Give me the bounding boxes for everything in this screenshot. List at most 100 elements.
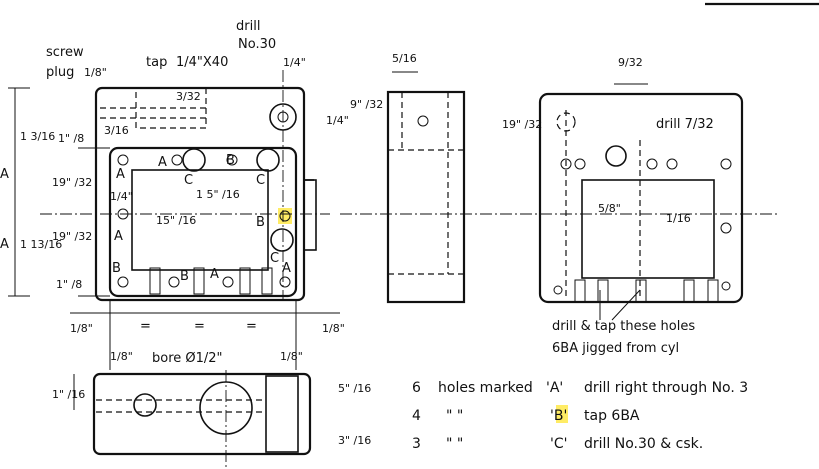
hole-c-top-right [256,148,280,172]
hole-a-4 [222,276,234,288]
drill-label: drill [236,19,260,34]
front-port-window [131,169,269,271]
note-2-count: 4 [412,408,421,424]
marker-c: C [184,173,193,188]
side-dim-5-16: 5/16 [392,52,417,65]
marker-a: A [210,267,219,282]
plan-view [73,370,312,469]
top-right-dim: 1/4" [283,56,306,69]
highlight-b-note [556,405,568,423]
stud [597,279,609,303]
note-2-ditto: " " [446,408,463,424]
stud [239,267,251,295]
screw-label: screw [46,45,84,60]
plan-dim-3-16: 3" /16 [338,434,371,447]
left-dim-total: 1 3/16 [20,130,55,143]
hole-a-5 [279,276,291,288]
equal-2: = [194,319,205,334]
hole-b-highlight [279,210,291,222]
right-hole [720,158,732,170]
stud [261,267,273,295]
marker-b: B [226,153,235,168]
stud [683,279,695,303]
note-1-marker: 'A' [546,380,563,396]
hole-a-1 [117,154,129,166]
right-hole [646,158,658,170]
drill-no: No.30 [238,37,276,52]
plug-label: plug [46,65,74,80]
dim-15-16: 15" /16 [156,214,196,227]
tap-label: tap [146,55,167,70]
hole-c-top-left [182,148,206,172]
right-thread-studs [574,279,719,303]
marker-b: B [256,215,265,230]
plan-body-outline [92,372,312,456]
bottom-1-8-left: 1/8" [70,322,93,335]
right-dim-1-16: 1/16 [666,212,691,225]
right-hole [553,285,563,295]
side-dim-9-32: 9" /32 [350,98,383,111]
note-3-ditto: " " [446,436,463,452]
hole-b-3 [168,276,180,288]
bottom-1-8-right: 1/8" [322,322,345,335]
left-dim-lower: 1 13/16 [20,238,62,251]
note-3-marker: 'C' [550,436,567,452]
bottom-1-8-b: 1/8" [280,350,303,363]
marker-b: B [180,269,189,284]
note-2-text: tap 6BA [584,408,640,424]
right-hole [560,158,572,170]
marker-c: C [270,251,279,266]
right-hole [720,222,732,234]
front-boss [303,179,317,251]
side-body-outline [386,90,466,304]
bottom-1-8-a: 1/8" [110,350,133,363]
front-view [8,70,340,370]
dim-3-32: 3/32 [176,90,201,103]
right-dim: 1/4" [326,114,349,127]
thread-studs [149,267,273,295]
marker-a-left: A [0,167,9,182]
marker-a: A [282,261,291,276]
marker-a: A [158,155,167,170]
right-hole [574,158,586,170]
stud [574,279,586,303]
dim-19-32-b: 19" /32 [52,230,92,243]
hole-notes: 6 holes marked 'A' drill right through N… [412,380,748,452]
stud [635,279,647,303]
right-drill-7-32-label: drill 7/32 [656,117,714,132]
equal-3: = [246,319,257,334]
bore-label: bore Ø1/2" [152,351,223,366]
leader-2 [611,289,641,321]
hole-a-2 [171,154,183,166]
plan-boss [265,375,299,453]
right-hole [666,158,678,170]
hole-b-2 [117,276,129,288]
dim-1-8-a: 1" /8 [58,132,84,145]
dim-19-32-a: 19" /32 [52,176,92,189]
dim-1-4: 1/4" [110,190,133,203]
tap-size: 1/4"X40 [176,55,228,70]
plan-plug-hole [133,393,157,417]
stud [193,267,205,295]
side-hole [417,115,429,127]
note-1-text: drill right through No. 3 [584,380,748,396]
stud [149,267,161,295]
right-dim-19-32: 19" /32 [502,118,542,131]
jig-note: 6BA jigged from cyl [552,341,679,356]
marker-b: B [112,261,121,276]
stud [707,279,719,303]
side-view [340,71,500,304]
equal-1: = [140,319,151,334]
drill-tap-note: drill & tap these holes [552,319,695,334]
hole-c-right [270,228,294,252]
marker-a: A [114,229,123,244]
right-view [500,83,780,321]
plan-dim-5-16: 5" /16 [338,382,371,395]
dim-1-8-b: 1" /8 [56,278,82,291]
right-dim-5-8: 5/8" [598,202,621,215]
note-1-ditto: holes marked [438,380,533,396]
plug-size: 1/8" [84,66,107,79]
marker-c: C [256,173,265,188]
front-port-face [108,146,298,298]
